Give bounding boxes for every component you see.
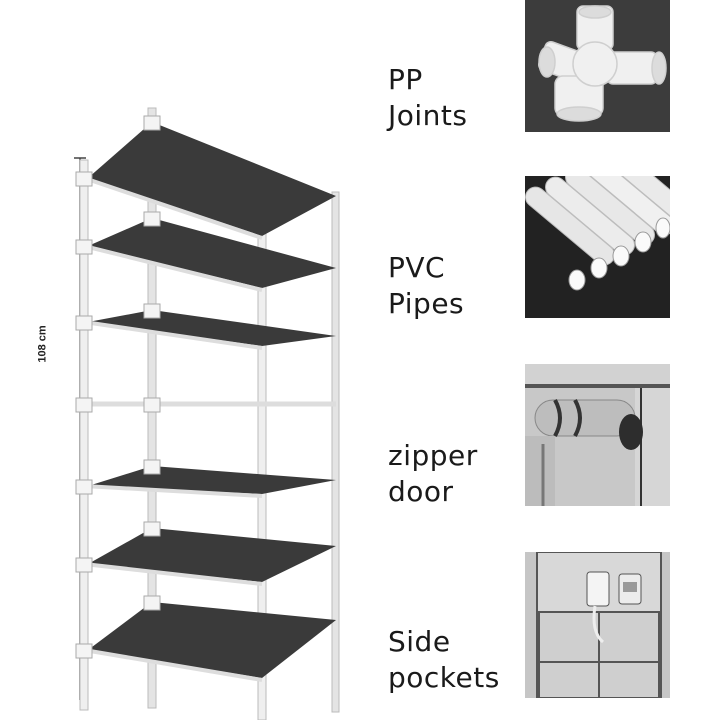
shelf-2	[83, 218, 336, 292]
pp-joint-photo-icon	[525, 0, 670, 132]
feature-line2: pockets	[388, 661, 500, 694]
frame-post-front-left	[79, 159, 89, 711]
feature-label-zipper-door: zipper door	[388, 438, 478, 510]
shoe-rack-illustration	[74, 107, 340, 720]
height-dimension-label: 108 cm	[36, 325, 49, 363]
shelf-5	[83, 466, 336, 498]
pvc-pipes-photo-icon	[525, 176, 670, 318]
side-pockets-photo-icon	[525, 552, 670, 698]
feature-line2: Pipes	[388, 287, 465, 320]
frame-post-back-right	[331, 191, 340, 713]
feature-line2: door	[388, 475, 454, 508]
feature-line1: zipper	[388, 439, 478, 472]
shelf-6	[83, 528, 336, 586]
feature-line1: PP	[388, 63, 423, 96]
feature-label-pp-joints: PP Joints	[388, 62, 467, 134]
shelf-7	[83, 602, 336, 682]
feature-line2: Joints	[388, 99, 468, 132]
zipper-door-photo-icon	[525, 364, 670, 506]
feature-label-side-pockets: Side pockets	[388, 624, 500, 696]
shelf-3	[83, 310, 336, 350]
feature-label-pvc-pipes: PVC Pipes	[388, 250, 464, 322]
feature-line1: PVC	[388, 251, 446, 284]
shelf-1	[83, 122, 336, 240]
feature-line1: Side	[388, 625, 451, 658]
